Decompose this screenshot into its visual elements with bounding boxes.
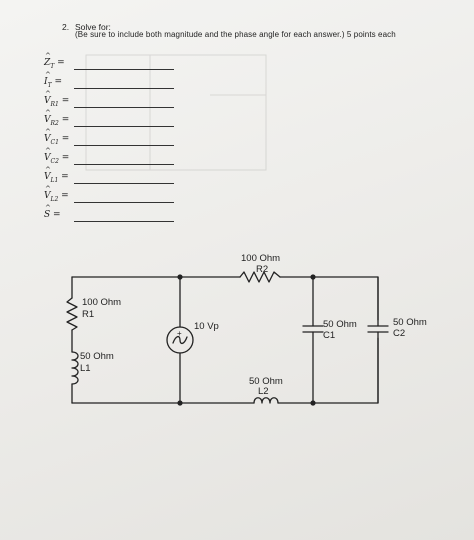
answer-row-zt: ^ZT = (44, 52, 174, 72)
answer-row-vl2: ^VL2 = (44, 185, 174, 205)
answer-blank[interactable] (74, 69, 174, 70)
capacitor-c2 (367, 325, 389, 333)
r1-value-label: 100 Ohm (82, 297, 121, 308)
answer-label: ^VL1 = (44, 166, 69, 184)
answer-row-it: ^IT = (44, 71, 174, 91)
l1-name-label: L1 (80, 363, 91, 374)
source-value-label: 10 Vp (194, 321, 219, 332)
answer-label: ^VC1 = (44, 128, 70, 146)
answer-blank[interactable] (74, 202, 174, 203)
c1-name-label: C1 (323, 330, 335, 341)
l2-name-label: L2 (258, 386, 269, 397)
junction-dot (177, 274, 183, 280)
wire-top-right (279, 276, 379, 321)
c2-value-label: 50 Ohm (393, 317, 427, 328)
resistor-r2 (239, 271, 281, 283)
capacitor-c1 (302, 325, 324, 333)
answer-label: ^VC2 = (44, 147, 70, 165)
question-prompt: Solve for: (75, 22, 111, 32)
answer-label: ^VR1 = (44, 90, 70, 108)
answer-blank[interactable] (74, 88, 174, 89)
answer-row-vc2: ^VC2 = (44, 147, 174, 167)
answer-row-vc1: ^VC1 = (44, 128, 174, 148)
answer-label: ^IT = (44, 71, 62, 89)
junction-dot (310, 400, 316, 406)
source-polarity: + (177, 329, 182, 338)
answer-blank[interactable] (74, 164, 174, 165)
question-number: 2. (62, 22, 70, 32)
answer-label: ^ZT = (44, 52, 65, 70)
answer-blank[interactable] (74, 126, 174, 127)
answer-row-vl1: ^VL1 = (44, 166, 174, 186)
sine-icon (172, 335, 188, 345)
answer-row-s: ^S = (44, 204, 174, 224)
c1-value-label: 50 Ohm (323, 319, 357, 330)
answer-blank[interactable] (74, 183, 174, 184)
l1-value-label: 50 Ohm (80, 351, 114, 362)
c2-name-label: C2 (393, 328, 405, 339)
inductor-l2 (253, 397, 279, 404)
r2-value-label: 100 Ohm (241, 253, 280, 264)
wire-bottom-right (277, 337, 379, 404)
junction-dot (310, 274, 316, 280)
answer-row-vr2: ^VR2 = (44, 109, 174, 129)
answer-label: ^VR2 = (44, 109, 70, 127)
answer-blank[interactable] (74, 107, 174, 108)
junction-dot (177, 400, 183, 406)
answer-row-vr1: ^VR1 = (44, 90, 174, 110)
r1-name-label: R1 (82, 309, 94, 320)
r2-name-label: R2 (256, 264, 268, 275)
question-instruction: (Be sure to include both magnitude and t… (75, 30, 396, 39)
answer-blank[interactable] (74, 221, 174, 222)
answer-label: ^VL2 = (44, 185, 69, 203)
l2-value-label: 50 Ohm (249, 376, 283, 387)
answer-label: ^S = (44, 204, 61, 220)
answer-blank[interactable] (74, 145, 174, 146)
inductor-l1 (71, 351, 79, 385)
resistor-r1 (66, 297, 78, 331)
